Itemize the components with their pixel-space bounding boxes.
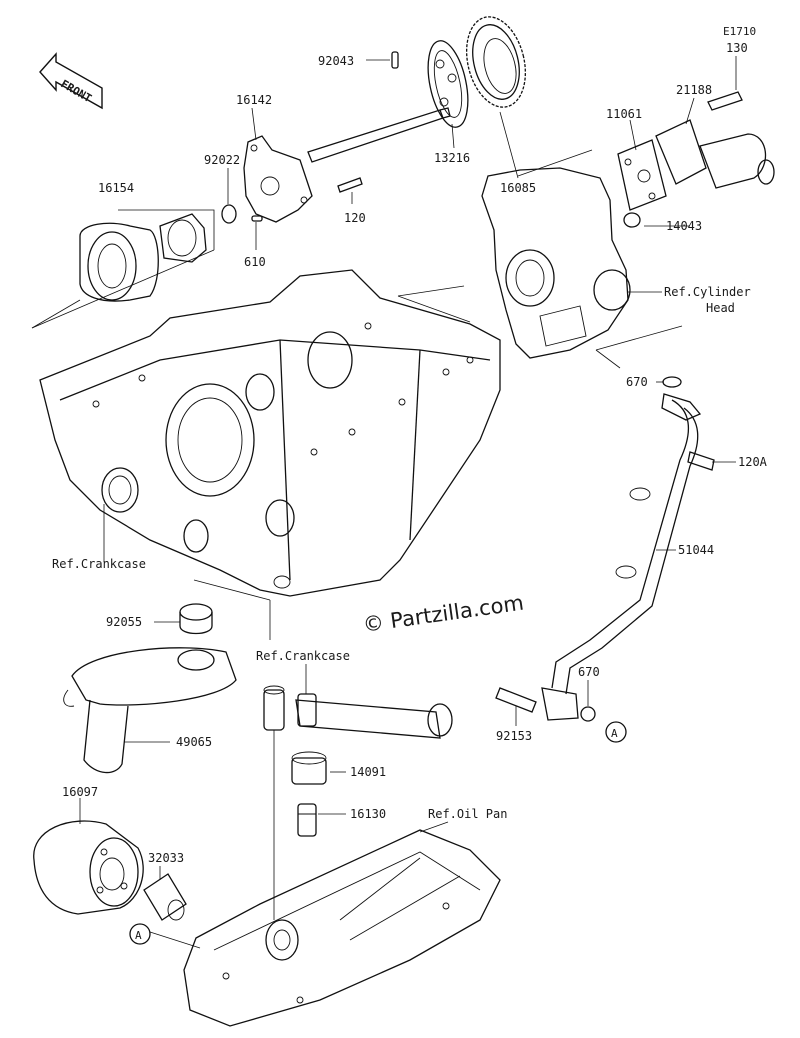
pump-cover-16142 [243,135,313,223]
oring-670-bottom [580,706,596,722]
label-ref-head: Head [706,301,735,315]
label-92043: 92043 [318,54,354,68]
label-16142: 16142 [236,93,272,107]
label-14043: 14043 [666,219,702,233]
seal-92055 [179,603,213,635]
valve-21188 [655,119,775,189]
label-51044: 51044 [678,543,714,557]
label-ref-crankcase-left: Ref.Crankcase [52,557,146,571]
oring-92022 [221,204,237,224]
label-16097: 16097 [62,785,98,799]
callout-a-right-label: A [611,727,618,740]
label-21188: 21188 [676,83,712,97]
oil-pipe-51044 [541,393,702,721]
label-E1710: E1710 [723,25,756,38]
label-130: 130 [726,41,748,55]
oil-pump-shaft [307,107,451,163]
cylinder-head [481,149,683,369]
label-ref-cylinder: Ref.Cylinder [664,285,751,299]
collar-14091 [291,751,327,785]
label-92055: 92055 [106,615,142,629]
label-13216: 13216 [434,151,470,165]
bracket-lines-16154 [31,209,215,329]
front-arrow-icon: FRONT [39,52,103,110]
pin-610 [251,215,263,222]
oil-filter-16097 [33,820,144,915]
bolt-130 [707,91,743,111]
label-120A: 120A [738,455,768,469]
drive-gear-16085 [465,16,527,108]
part-labels: 92043 16085 13216 16142 92022 120 16154 … [52,25,768,865]
oil-pan [183,829,501,1027]
label-670-bottom: 670 [578,665,600,679]
oil-pump-gear [427,40,469,128]
label-610: 610 [244,255,266,269]
label-32033: 32033 [148,851,184,865]
crankcase [39,269,501,597]
bolt-92153 [495,687,537,713]
callout-a-right: A [605,721,627,743]
oring-670-top [662,376,682,388]
bolt-120A [687,451,715,471]
plug-16130 [297,803,317,837]
label-11061: 11061 [606,107,642,121]
callout-a-left: A [129,923,151,945]
label-16154: 16154 [98,181,134,195]
oil-pipe-joint [263,685,453,739]
label-16130: 16130 [350,807,386,821]
strainer-49065 [63,647,237,774]
label-49065: 49065 [176,735,212,749]
fitting-32033 [143,873,187,921]
pin-92043 [391,51,399,69]
plug-14043 [623,212,641,228]
label-ref-crankcase-mid: Ref.Crankcase [256,649,350,663]
label-14091: 14091 [350,765,386,779]
leader-lines [79,56,737,949]
watermark: © Partzilla.com [361,591,525,637]
label-16085: 16085 [500,181,536,195]
label-92022: 92022 [204,153,240,167]
bolt-120 [337,177,363,193]
gasket-11061 [617,139,667,211]
label-120: 120 [344,211,366,225]
label-92153: 92153 [496,729,532,743]
callout-a-left-label: A [135,929,142,942]
rotor-16154 [79,213,207,302]
label-ref-oil-pan: Ref.Oil Pan [428,807,507,821]
label-670-top: 670 [626,375,648,389]
